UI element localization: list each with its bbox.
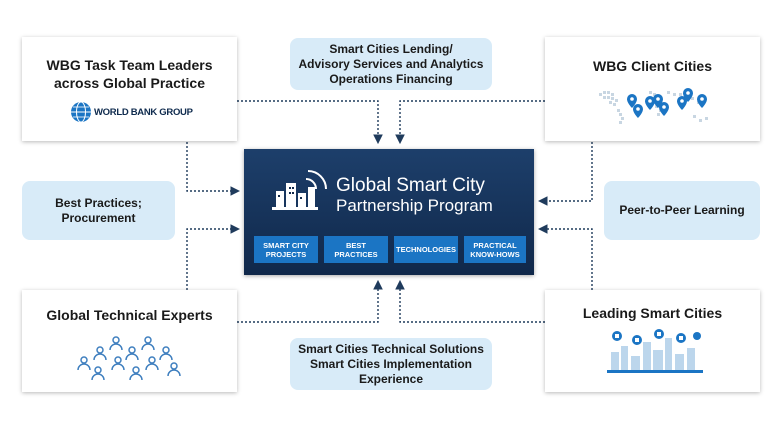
smart-city-skyline-icon: [607, 329, 703, 373]
wbg-client-cities-title: WBG Client Cities: [592, 58, 712, 74]
gscpp-center-block: Global Smart City Partnership Program SM…: [244, 149, 534, 275]
arrow-br-up: [395, 279, 545, 323]
technical-solutions-pill: Smart Cities Technical Solutions Smart C…: [290, 338, 492, 390]
tag-smart-city-projects: SMART CITY PROJECTS: [254, 236, 318, 263]
tag-best-practices: BEST PRACTICES: [324, 236, 388, 263]
lending-advisory-pill: Smart Cities Lending/ Advisory Services …: [290, 38, 492, 90]
tag-technologies: TECHNOLOGIES: [394, 236, 458, 263]
arrow-tl-down: [237, 100, 383, 145]
leading-smart-cities-title: Leading Smart Cities: [582, 305, 723, 321]
arrow-tr-right: [537, 142, 593, 206]
tag-practical-know-hows: PRACTICAL KNOW-HOWS: [464, 236, 526, 263]
arrow-tl-left: [186, 142, 241, 196]
world-map-pins-icon: [599, 88, 708, 124]
peer-to-peer-learning-pill: Peer-to-Peer Learning: [604, 181, 760, 240]
global-technical-experts-title: Global Technical Experts: [46, 307, 213, 323]
arrow-tr-down: [395, 100, 545, 145]
wbg-task-team-leaders-title: WBG Task Team Leaders across Global Prac…: [46, 57, 213, 91]
global-technical-experts-box: Global Technical Experts: [22, 290, 237, 392]
world-bank-logo: WORLD BANK GROUP: [70, 101, 193, 123]
gscpp-title: Global Smart City: [336, 175, 485, 196]
arrow-bl-left: [186, 224, 241, 290]
arrow-br-right: [537, 224, 593, 290]
best-practices-procurement-pill: Best Practices; Procurement: [22, 181, 175, 240]
globe-icon: [71, 101, 91, 123]
world-bank-logo-text: WORLD BANK GROUP: [94, 106, 193, 118]
wbg-client-cities-box: WBG Client Cities: [545, 37, 760, 141]
wbg-task-team-leaders-box: WBG Task Team Leaders across Global Prac…: [22, 37, 237, 141]
gscpp-subtitle: Partnership Program: [336, 196, 493, 215]
city-wifi-icon: [272, 170, 327, 210]
leading-smart-cities-box: Leading Smart Cities: [545, 290, 760, 392]
arrow-bl-up: [237, 279, 383, 323]
people-network-icon: [77, 336, 181, 380]
